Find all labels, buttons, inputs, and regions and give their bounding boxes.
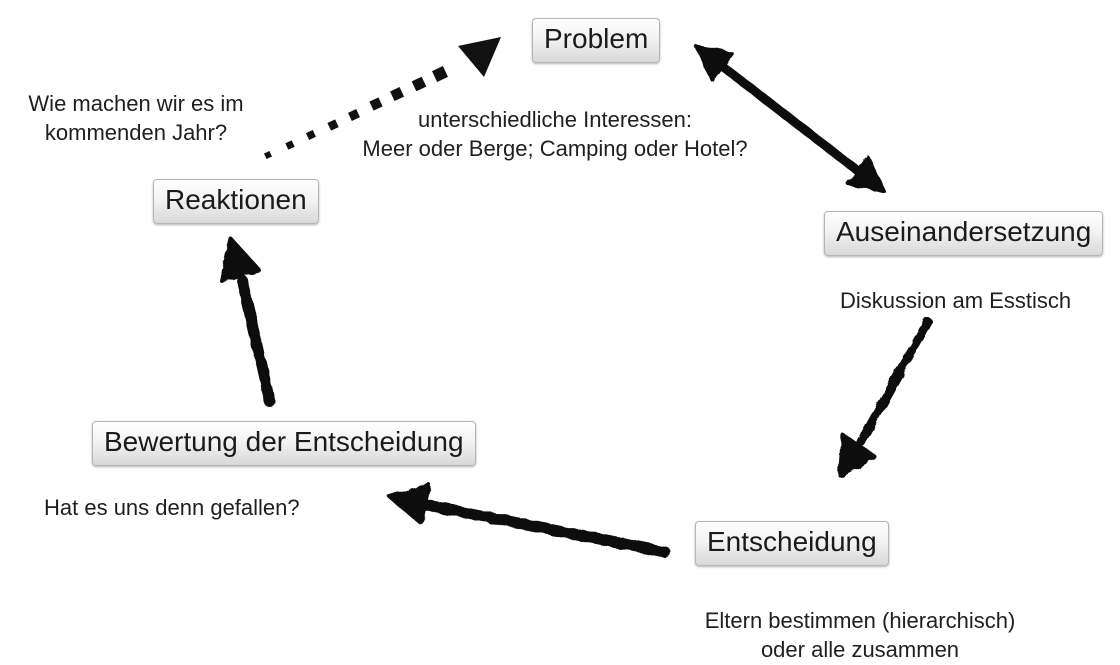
arrow-problem-auseinandersetzung-bidirectional bbox=[694, 44, 886, 193]
annotation-interests: unterschiedliche Interessen: Meer oder B… bbox=[345, 105, 765, 163]
annotation-parents-line1: Eltern bestimmen (hierarchisch) bbox=[704, 608, 1016, 633]
annotation-interests-line1: unterschiedliche Interessen: bbox=[418, 107, 692, 132]
node-auseinandersetzung: Auseinandersetzung bbox=[824, 211, 1104, 257]
annotation-parents-line2: oder alle zusammen bbox=[760, 637, 960, 663]
annotation-discussion: Diskussion am Esstisch bbox=[840, 288, 1072, 313]
annotation-parents: Eltern bestimmen (hierarchisch) oder all… bbox=[662, 606, 1058, 664]
annotation-next-year-line2: kommenden Jahr? bbox=[44, 120, 228, 146]
annotation-liked-it: Hat es uns denn gefallen? bbox=[44, 495, 300, 520]
node-bewertung-der-entscheidung: Bewertung der Entscheidung bbox=[92, 421, 476, 467]
node-entscheidung: Entscheidung bbox=[695, 521, 889, 567]
node-reaktionen: Reaktionen bbox=[153, 179, 319, 225]
node-problem: Problem bbox=[532, 18, 661, 64]
annotation-next-year: Wie machen wir es im kommenden Jahr? bbox=[5, 89, 267, 147]
annotation-interests-line2: Meer oder Berge; Camping oder Hotel? bbox=[362, 136, 748, 162]
arrow-reaktionen-to-problem-dashed bbox=[264, 37, 501, 159]
arrow-bewertung-to-reaktionen bbox=[219, 237, 276, 408]
annotation-next-year-line1: Wie machen wir es im bbox=[28, 91, 244, 116]
arrow-entscheidung-to-bewertung bbox=[388, 483, 671, 558]
arrow-auseinandersetzung-to-entscheidung bbox=[838, 317, 933, 477]
